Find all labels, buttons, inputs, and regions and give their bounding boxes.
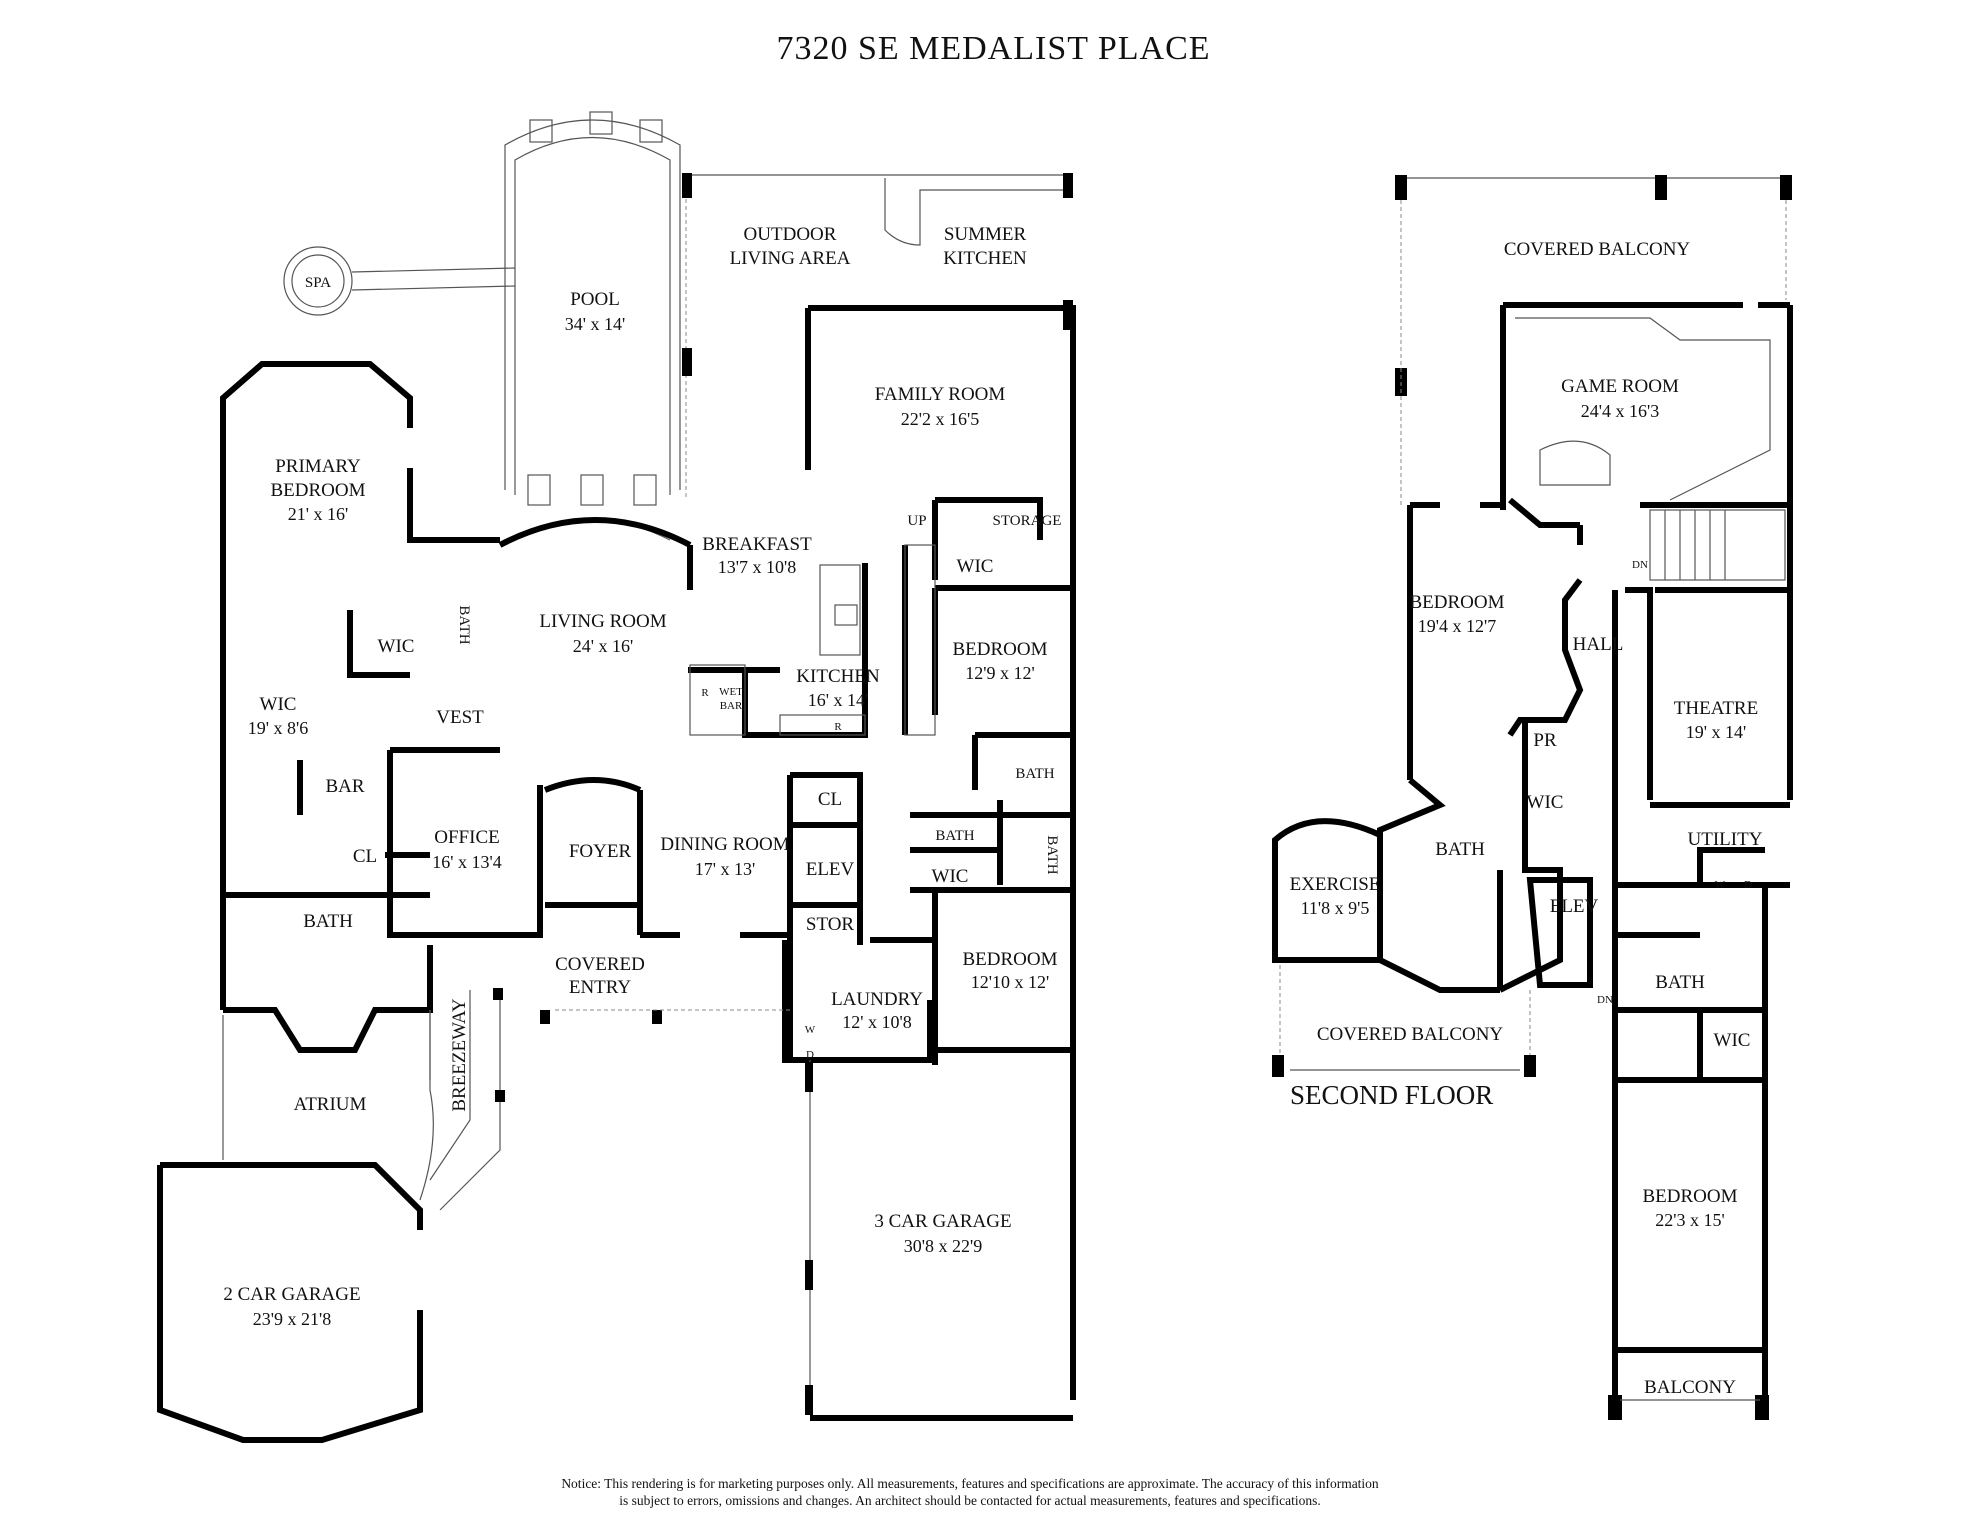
bath-a-label: BATH bbox=[1015, 766, 1054, 782]
bedroom-b-label: BEDROOM bbox=[962, 949, 1057, 970]
bar-label: BAR bbox=[325, 776, 364, 797]
covered-balcony-bottom-label: COVERED BALCONY bbox=[1317, 1024, 1504, 1045]
bedroom-2a-dim: 19'4 x 12'7 bbox=[1418, 616, 1497, 636]
living-room-label: LIVING ROOM bbox=[539, 611, 666, 632]
disclaimer-notice: Notice: This rendering is for marketing … bbox=[470, 1475, 1470, 1509]
covered-entry-label-1: COVERED bbox=[555, 954, 645, 975]
outdoor-living-label-1: OUTDOOR bbox=[744, 224, 837, 245]
dryer-label: D bbox=[806, 1049, 814, 1061]
r-label-2: R bbox=[834, 721, 842, 733]
breakfast-label: BREAKFAST bbox=[702, 534, 812, 555]
r-label-1: R bbox=[701, 687, 709, 699]
bath-primary-hall-label: BATH bbox=[456, 605, 472, 644]
foyer-label: FOYER bbox=[569, 841, 632, 862]
utility-washer-label: W bbox=[1715, 879, 1726, 891]
dining-room-dim: 17' x 13' bbox=[695, 859, 756, 879]
wic-bed-label: WIC bbox=[932, 866, 969, 887]
wic-hall-label: WIC bbox=[957, 556, 994, 577]
kitchen-fixtures bbox=[689, 544, 936, 736]
exercise-label: EXERCISE bbox=[1290, 874, 1381, 895]
wic-2a-label: WIC bbox=[1527, 792, 1564, 813]
wic-large-label: WIC bbox=[260, 694, 297, 715]
notice-line-2: is subject to errors, omissions and chan… bbox=[619, 1493, 1321, 1508]
dn-label-2: DN bbox=[1597, 994, 1613, 1006]
utility-dryer-label: D bbox=[1744, 879, 1752, 891]
bath-2b-label: BATH bbox=[1655, 972, 1705, 993]
kitchen-label: KITCHEN bbox=[796, 666, 880, 687]
balcony-label: BALCONY bbox=[1644, 1377, 1736, 1398]
cl-office-label: CL bbox=[353, 846, 377, 867]
laundry-label: LAUNDRY bbox=[831, 989, 923, 1010]
garage3-dim: 30'8 x 22'9 bbox=[904, 1236, 983, 1256]
family-room-label: FAMILY ROOM bbox=[875, 384, 1006, 405]
laundry-dim: 12' x 10'8 bbox=[842, 1012, 912, 1032]
living-room-dim: 24' x 16' bbox=[573, 636, 634, 656]
garage2-label: 2 CAR GARAGE bbox=[223, 1284, 360, 1305]
game-room-label: GAME ROOM bbox=[1561, 376, 1679, 397]
hall-label: HALL bbox=[1573, 634, 1624, 655]
covered-entry-label-2: ENTRY bbox=[569, 977, 632, 998]
pool-dim: 34' x 14' bbox=[565, 314, 626, 334]
summer-kitchen-label-2: KITCHEN bbox=[943, 248, 1027, 269]
covered-balcony-top-label: COVERED BALCONY bbox=[1504, 239, 1691, 260]
storage-label: STORAGE bbox=[993, 513, 1062, 529]
bedroom-b-dim: 12'10 x 12' bbox=[971, 972, 1050, 992]
pool-label: POOL bbox=[570, 289, 620, 310]
outdoor-living-structure bbox=[682, 173, 1073, 500]
primary-bedroom-dim: 21' x 16' bbox=[288, 504, 349, 524]
second-floor-walls bbox=[1272, 175, 1793, 1420]
bedroom-a-label: BEDROOM bbox=[952, 639, 1047, 660]
wet-bar-label-1: WET bbox=[719, 686, 743, 698]
bath-primary-label: BATH bbox=[303, 911, 353, 932]
bath-c-label: BATH bbox=[1044, 835, 1060, 874]
exercise-dim: 11'8 x 9'5 bbox=[1301, 898, 1370, 918]
primary-bedroom-label-2: BEDROOM bbox=[270, 480, 365, 501]
stor-label: STOR bbox=[806, 914, 855, 935]
primary-bedroom-label-1: PRIMARY bbox=[275, 456, 361, 477]
spa-label: SPA bbox=[305, 275, 331, 291]
garage3-label: 3 CAR GARAGE bbox=[874, 1211, 1011, 1232]
garage2-dim: 23'9 x 21'8 bbox=[253, 1309, 332, 1329]
breakfast-dim: 13'7 x 10'8 bbox=[718, 557, 797, 577]
bedroom-2b-dim: 22'3 x 15' bbox=[1655, 1210, 1725, 1230]
wic-large-dim: 19' x 8'6 bbox=[248, 718, 309, 738]
breezeway-label: BREEZEWAY bbox=[449, 998, 470, 1112]
theatre-dim: 19' x 14' bbox=[1686, 722, 1747, 742]
theatre-label: THEATRE bbox=[1674, 698, 1758, 719]
cl-dining-label: CL bbox=[818, 789, 842, 810]
plan-title: 7320 SE MEDALIST PLACE bbox=[776, 30, 1211, 67]
washer-label: W bbox=[805, 1024, 816, 1036]
pr-label: PR bbox=[1533, 730, 1557, 751]
elev-label: ELEV bbox=[806, 859, 855, 880]
game-room-dim: 24'4 x 16'3 bbox=[1581, 401, 1660, 421]
wic-primary-label: WIC bbox=[378, 636, 415, 657]
up-label: UP bbox=[907, 513, 926, 529]
kitchen-dim: 16' x 14' bbox=[808, 690, 869, 710]
atrium-label: ATRIUM bbox=[294, 1094, 367, 1115]
dn-label-1: DN bbox=[1632, 559, 1648, 571]
notice-line-1: Notice: This rendering is for marketing … bbox=[561, 1476, 1379, 1491]
summer-kitchen-label-1: SUMMER bbox=[944, 224, 1027, 245]
vest-label: VEST bbox=[436, 707, 484, 728]
dining-room-label: DINING ROOM bbox=[660, 834, 789, 855]
wic-2b-label: WIC bbox=[1714, 1030, 1751, 1051]
family-room-dim: 22'2 x 16'5 bbox=[901, 409, 980, 429]
elev-2-label: ELEV bbox=[1550, 896, 1599, 917]
bedroom-2b-label: BEDROOM bbox=[1642, 1186, 1737, 1207]
second-floor-label: SECOND FLOOR bbox=[1290, 1080, 1494, 1110]
bedroom-a-dim: 12'9 x 12' bbox=[965, 663, 1035, 683]
bath-2a-label: BATH bbox=[1435, 839, 1485, 860]
bedroom-2a-label: BEDROOM bbox=[1409, 592, 1504, 613]
bath-b-label: BATH bbox=[935, 828, 974, 844]
utility-label: UTILITY bbox=[1688, 829, 1763, 850]
office-dim: 16' x 13'4 bbox=[432, 852, 502, 872]
office-label: OFFICE bbox=[434, 827, 499, 848]
wet-bar-label-2: BAR bbox=[720, 700, 743, 712]
outdoor-living-label-2: LIVING AREA bbox=[730, 248, 851, 269]
